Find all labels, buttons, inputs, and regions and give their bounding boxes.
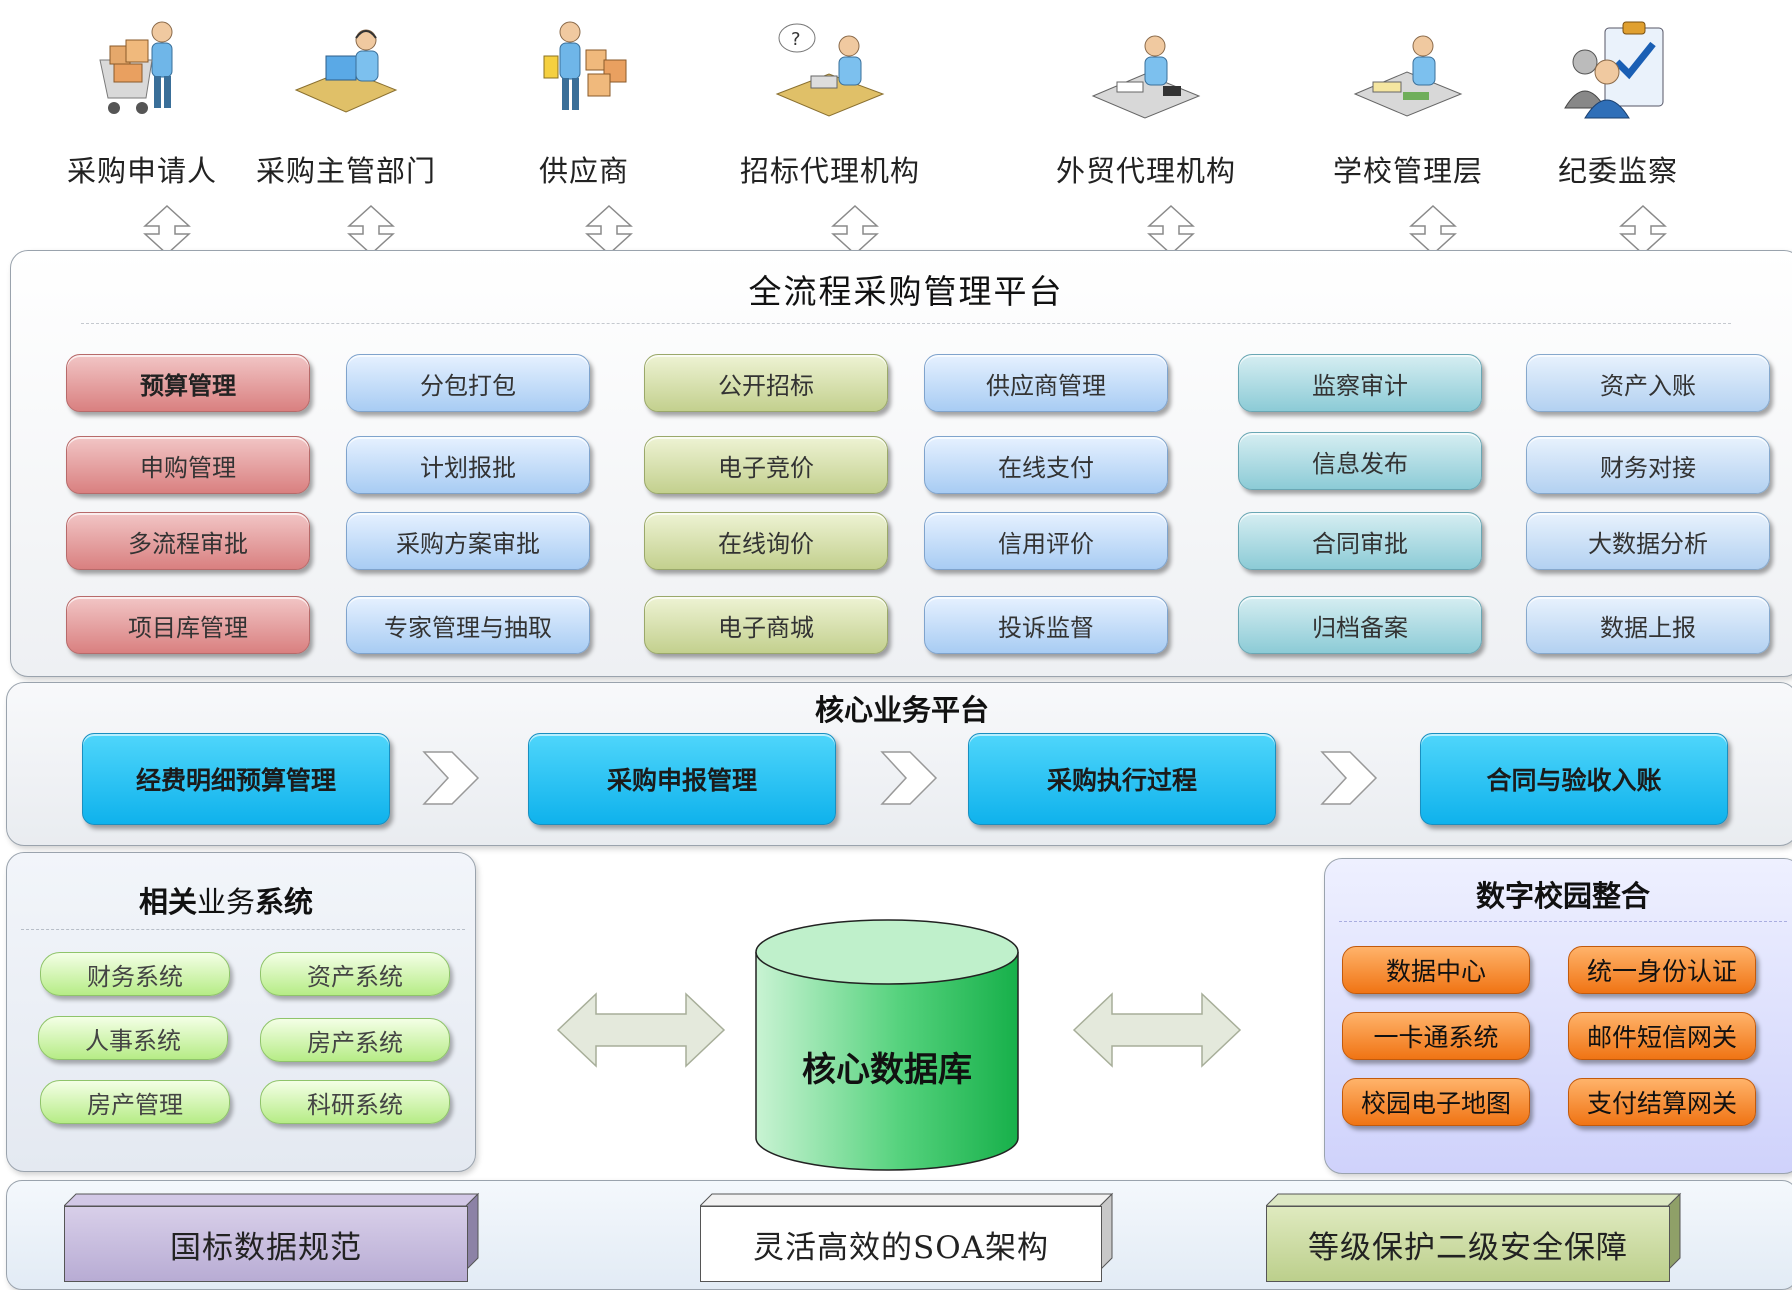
actor-school-management: 学校管理层 xyxy=(1298,10,1518,256)
chevron-right-icon xyxy=(880,751,938,805)
campus-e-map[interactable]: 校园电子地图 xyxy=(1342,1078,1530,1126)
module-button[interactable]: 在线支付 xyxy=(924,436,1168,494)
module-button[interactable]: 在线询价 xyxy=(644,512,888,570)
campus-mail-sms-gateway[interactable]: 邮件短信网关 xyxy=(1568,1012,1756,1060)
related-system-property[interactable]: 房产系统 xyxy=(260,1018,450,1062)
module-button[interactable]: 项目库管理 xyxy=(66,596,310,654)
module-button[interactable]: 预算管理 xyxy=(66,354,310,412)
campus-data-center[interactable]: 数据中心 xyxy=(1342,946,1530,994)
module-button[interactable]: 资产入账 xyxy=(1526,354,1770,412)
actor-procurement-dept: 采购主管部门 xyxy=(236,10,456,256)
chevron-right-icon xyxy=(1320,751,1378,805)
actor-label: 招标代理机构 xyxy=(739,154,920,188)
module-button[interactable]: 申购管理 xyxy=(66,436,310,494)
agent-question-desk-icon: ? xyxy=(775,23,885,117)
actor-label: 供应商 xyxy=(538,154,629,188)
campus-card-system[interactable]: 一卡通系统 xyxy=(1342,1012,1530,1060)
module-button[interactable]: 电子竞价 xyxy=(644,436,888,494)
module-button[interactable]: 计划报批 xyxy=(346,436,590,494)
up-down-arrow-icon xyxy=(1147,204,1195,256)
actor-label: 采购主管部门 xyxy=(255,154,436,188)
actor-foreign-trade-agency: 外贸代理机构 xyxy=(1036,10,1256,256)
campus-unified-auth[interactable]: 统一身份认证 xyxy=(1568,946,1756,994)
module-button[interactable]: 专家管理与抽取 xyxy=(346,596,590,654)
related-title-part: 系统 xyxy=(255,885,314,919)
campus-title: 数字校园整合 xyxy=(1475,879,1650,913)
related-title-part: 业务 xyxy=(196,885,255,919)
module-button[interactable]: 大数据分析 xyxy=(1526,512,1770,570)
double-arrow-left-icon xyxy=(556,992,726,1068)
platform-title: 全流程采购管理平台 xyxy=(748,272,1064,311)
actor-purchase-applicant: 采购申请人 xyxy=(32,10,252,256)
up-down-arrow-icon xyxy=(1619,204,1667,256)
supplier-boxes-person-icon xyxy=(543,21,627,110)
actor-label: 外贸代理机构 xyxy=(1055,154,1236,188)
actor-bidding-agency: ? 招标代理机构 xyxy=(720,10,940,256)
related-system-assets[interactable]: 资产系统 xyxy=(260,952,450,996)
module-button[interactable]: 分包打包 xyxy=(346,354,590,412)
up-down-arrow-icon xyxy=(585,204,633,256)
module-button[interactable]: 多流程审批 xyxy=(66,512,310,570)
foundation-security-level: 等级保护二级安全保障 xyxy=(1266,1206,1670,1282)
desk-headset-operator-icon xyxy=(294,29,398,113)
related-systems-panel: 相关业务系统 xyxy=(6,852,476,1172)
module-button[interactable]: 公开招标 xyxy=(644,354,888,412)
chevron-right-icon xyxy=(422,751,480,805)
database-cylinder-icon xyxy=(755,919,1019,1171)
related-system-hr[interactable]: 人事系统 xyxy=(38,1016,228,1060)
trade-agent-desk-icon xyxy=(1091,35,1201,119)
related-title: 相关业务系统 xyxy=(7,879,475,921)
title-divider xyxy=(1339,921,1787,922)
module-button[interactable]: 财务对接 xyxy=(1526,436,1770,494)
related-system-property-mgmt[interactable]: 房产管理 xyxy=(40,1080,230,1124)
actor-supplier: 供应商 xyxy=(474,10,694,256)
up-down-arrow-icon xyxy=(1409,204,1457,256)
related-title-part: 相关 xyxy=(138,885,197,919)
flow-step-budget[interactable]: 经费明细预算管理 xyxy=(82,733,390,825)
double-arrow-right-icon xyxy=(1072,992,1242,1068)
svg-text:?: ? xyxy=(791,29,801,50)
module-button[interactable]: 数据上报 xyxy=(1526,596,1770,654)
foundation-gb-data-standard: 国标数据规范 xyxy=(64,1206,468,1282)
related-system-finance[interactable]: 财务系统 xyxy=(40,952,230,996)
module-button[interactable]: 供应商管理 xyxy=(924,354,1168,412)
module-button[interactable]: 投诉监督 xyxy=(924,596,1168,654)
foundation-soa-architecture: 灵活高效的SOA架构 xyxy=(700,1206,1102,1282)
up-down-arrow-icon xyxy=(347,204,395,256)
up-down-arrow-icon xyxy=(831,204,879,256)
flow-step-application[interactable]: 采购申报管理 xyxy=(528,733,836,825)
module-button[interactable]: 信用评价 xyxy=(924,512,1168,570)
campus-payment-gateway[interactable]: 支付结算网关 xyxy=(1568,1078,1756,1126)
flow-step-execution[interactable]: 采购执行过程 xyxy=(968,733,1276,825)
module-button[interactable]: 信息发布 xyxy=(1238,432,1482,490)
actor-label: 学校管理层 xyxy=(1332,154,1483,188)
school-management-desk-icon xyxy=(1353,35,1463,117)
module-button[interactable]: 归档备案 xyxy=(1238,596,1482,654)
up-down-arrow-icon xyxy=(143,204,191,256)
module-button[interactable]: 电子商城 xyxy=(644,596,888,654)
title-divider xyxy=(21,929,465,930)
flow-step-contract[interactable]: 合同与验收入账 xyxy=(1420,733,1728,825)
actor-label: 采购申请人 xyxy=(66,154,217,188)
module-button[interactable]: 合同审批 xyxy=(1238,512,1482,570)
title-divider xyxy=(81,323,1731,324)
core-database-label: 核心数据库 xyxy=(802,1050,972,1090)
checklist-supervision-icon xyxy=(1564,21,1664,119)
module-button[interactable]: 采购方案审批 xyxy=(346,512,590,570)
actor-label: 纪委监察 xyxy=(1557,154,1678,188)
actor-discipline-supervision: 纪委监察 xyxy=(1508,10,1728,256)
module-button[interactable]: 监察审计 xyxy=(1238,354,1482,412)
related-system-research[interactable]: 科研系统 xyxy=(260,1080,450,1124)
shopping-cart-person-icon xyxy=(99,21,173,114)
core-title: 核心业务平台 xyxy=(814,693,989,727)
